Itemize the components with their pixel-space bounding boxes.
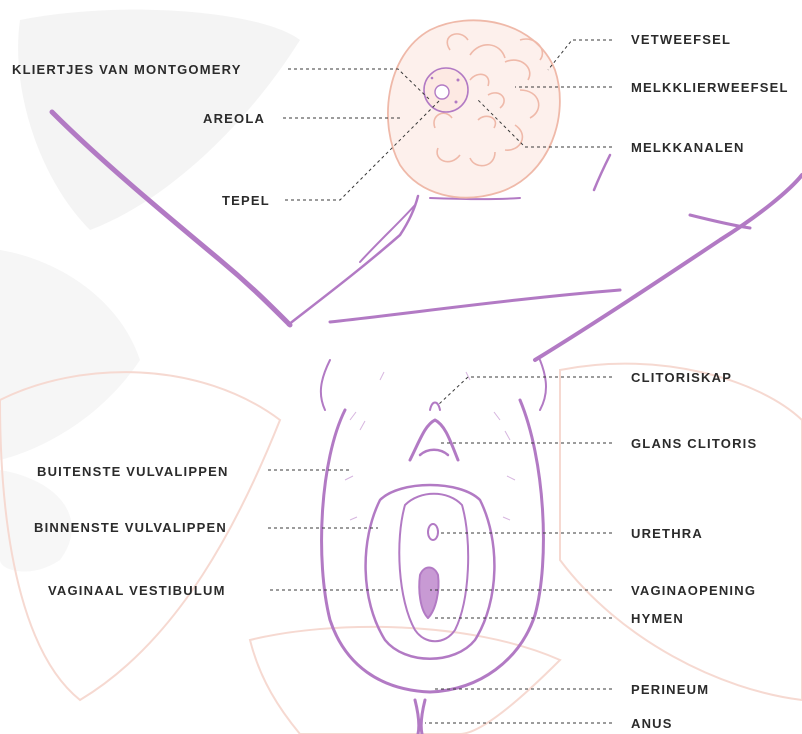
leader-tepel xyxy=(285,100,440,200)
breast xyxy=(388,20,560,197)
label-binnenste-vulvalippen: BINNENSTE VULVALIPPEN xyxy=(34,521,227,534)
label-perineum: PERINEUM xyxy=(631,683,709,696)
milk-gland-tissue xyxy=(434,34,542,166)
label-kliertjes-van-montgomery: KLIERTJES VAN MONTGOMERY xyxy=(12,63,242,76)
label-glans-clitoris: GLANS CLITORIS xyxy=(631,437,757,450)
vulva xyxy=(321,360,546,734)
label-vaginaopening: VAGINAOPENING xyxy=(631,584,756,597)
areola-nipple xyxy=(424,68,468,112)
background-watermark xyxy=(0,10,300,572)
label-melkkanalen: MELKKANALEN xyxy=(631,141,745,154)
label-hymen: HYMEN xyxy=(631,612,684,625)
label-areola: AREOLA xyxy=(203,112,265,125)
label-anus: ANUS xyxy=(631,717,673,730)
label-tepel: TEPEL xyxy=(222,194,270,207)
label-vaginaal-vestibulum: VAGINAAL VESTIBULUM xyxy=(48,584,226,597)
pubic-hair xyxy=(345,372,515,520)
leader-lines xyxy=(268,40,612,723)
label-urethra: URETHRA xyxy=(631,527,703,540)
background-blush xyxy=(0,364,802,734)
label-clitoriskap: CLITORISKAP xyxy=(631,371,732,384)
label-melkklierweefsel: MELKKLIERWEEFSEL xyxy=(631,81,789,94)
label-buitenste-vulvalippen: BUITENSTE VULVALIPPEN xyxy=(37,465,229,478)
leader-kliertjes xyxy=(288,69,430,100)
leader-vetweefsel xyxy=(548,40,612,70)
leader-melkkanalen xyxy=(478,100,612,147)
label-vetweefsel: VETWEEFSEL xyxy=(631,33,731,46)
leader-clitoriskap xyxy=(438,377,612,405)
